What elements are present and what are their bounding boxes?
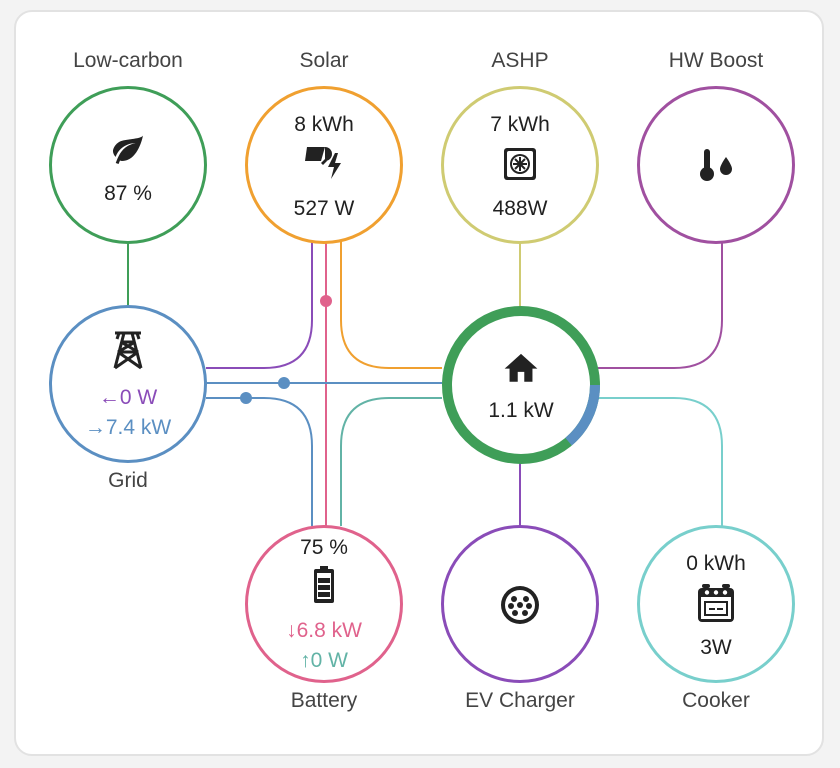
hw-boost-label: HW Boost [668,49,764,72]
flow-grid-battery [206,397,313,526]
ashp-power: 488W [492,197,548,220]
ev-plug-icon [501,586,539,624]
battery-discharge: ↓6.8 kW [248,619,400,643]
flow-battery-home [340,397,442,526]
flow-solar-grid [206,240,313,369]
flow-dot-grid-battery [240,392,252,404]
cooker-energy: 0 kWh [686,552,746,575]
arrow-down-icon: ↓ [286,619,297,642]
arrow-up-icon: ↑ [300,649,311,672]
battery-soc: 75 % [300,536,348,559]
arrow-right-icon: → [84,416,106,439]
leaf-icon [113,135,143,164]
cooker-label: Cooker [682,689,750,712]
battery-discharge-value: 6.8 kW [296,619,362,642]
battery-node[interactable]: 75 % ↓6.8 kW ↑0 W [245,525,403,683]
flow-home-cooker [598,397,723,526]
transmission-tower-icon [113,331,143,370]
battery-charge: ↑0 W [248,649,400,673]
water-thermometer-icon [700,149,732,181]
home-node[interactable]: 1.1 kW [441,305,601,465]
flow-dot-solar-battery [320,295,332,307]
grid-import-value: 7.4 kW [105,416,172,439]
home-ring [442,306,601,464]
stove-icon [698,584,734,622]
low-carbon-value: 87 % [104,182,152,205]
grid-export: ←0 W [52,386,204,410]
grid-import: →7.4 kW [52,416,204,440]
solar-power: 527 W [293,197,355,220]
home-power: 1.1 kW [488,399,554,422]
flow-home-hwboost [598,240,723,369]
ashp-node[interactable]: 7 kWh 488W [441,86,599,244]
battery-icon [314,566,334,603]
battery-label: Battery [290,689,358,712]
grid-node[interactable]: ←0 W →7.4 kW [49,305,207,463]
low-carbon-node[interactable]: 87 % [49,86,207,244]
ev-charger-node[interactable] [441,525,599,683]
flow-dot-grid-home [278,377,290,389]
grid-label: Grid [108,469,148,492]
solar-node[interactable]: 8 kWh 527 W [245,86,403,244]
solar-label: Solar [299,49,349,72]
hw-boost-node[interactable] [637,86,795,244]
ashp-label: ASHP [491,49,549,72]
arrow-left-icon: ← [98,386,120,409]
ashp-energy: 7 kWh [490,113,550,136]
solar-energy: 8 kWh [294,113,354,136]
cooker-node[interactable]: 0 kWh 3W [637,525,795,683]
heat-pump-icon [504,148,536,180]
ev-charger-label: EV Charger [465,689,575,712]
flow-solar-home [340,240,442,369]
grid-export-value: 0 W [119,386,158,409]
solar-power-icon [305,147,341,179]
cooker-power: 3W [700,636,732,659]
low-carbon-label: Low-carbon [73,49,183,72]
battery-charge-value: 0 W [310,649,348,672]
home-icon [504,353,538,382]
